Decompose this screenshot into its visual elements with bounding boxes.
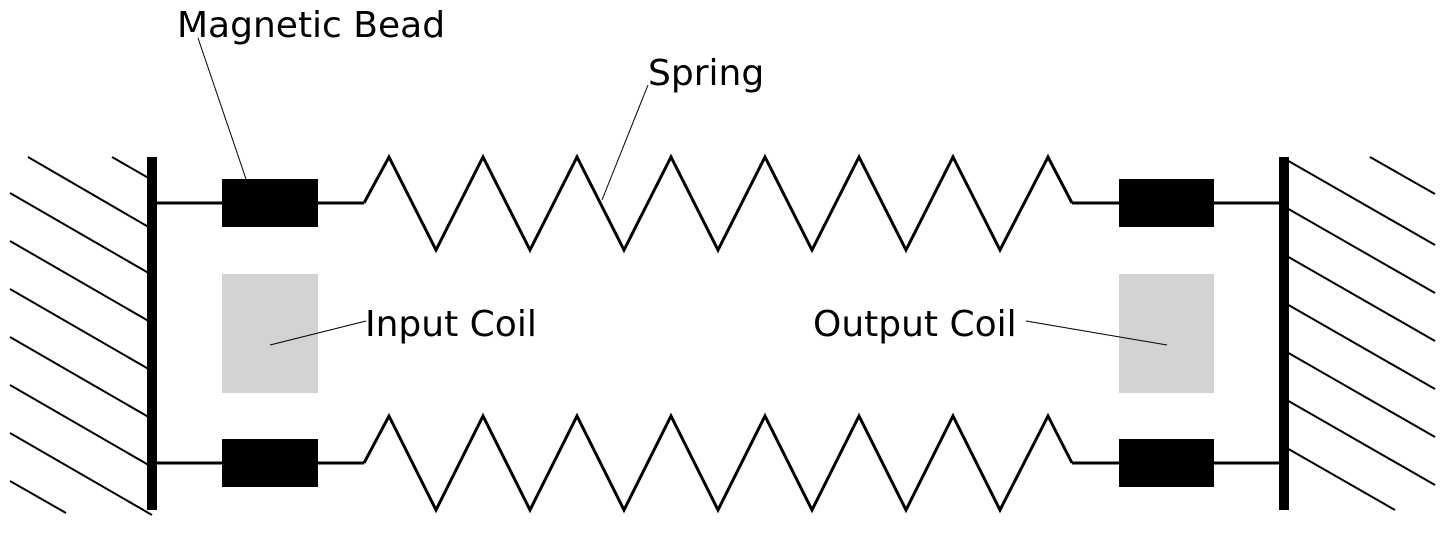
top-spring (362, 153, 1074, 254)
right-wall (1279, 157, 1289, 510)
magnetic-bead-label: Magnetic Bead (177, 5, 445, 46)
left-wall (147, 157, 157, 510)
input-coil (222, 274, 318, 393)
input-coil-leader (269, 320, 367, 346)
left-wall-hatching (9, 156, 153, 516)
bottom-spring (362, 412, 1074, 514)
magnetic-bead-bottom-left (222, 439, 318, 487)
input-coil-label: Input Coil (365, 304, 537, 345)
right-wall-hatching (1284, 156, 1436, 511)
spring-leader (601, 84, 649, 201)
magnetic-bead-top-left (222, 179, 318, 227)
spring-label: Spring (648, 53, 764, 94)
leader-lines (197, 37, 1168, 346)
magnetic-bead-leader (197, 37, 247, 180)
output-coil (1119, 274, 1214, 393)
magnetic-bead-top-right (1119, 179, 1214, 227)
output-coil-label: Output Coil (813, 304, 1017, 345)
output-coil-leader (1025, 320, 1168, 346)
magnetic-bead-bottom-right (1119, 439, 1214, 487)
